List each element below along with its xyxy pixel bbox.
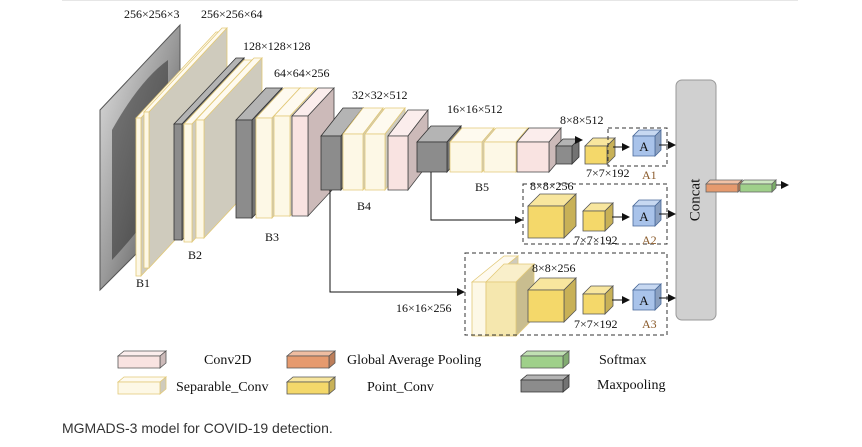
attention-glyph: A — [639, 293, 649, 308]
legend-softmax-swatch — [519, 350, 571, 369]
legend — [116, 350, 571, 395]
a2-pointconv — [582, 202, 614, 232]
dim-a2-branch: 8×8×256 — [530, 179, 574, 193]
label-b2: B2 — [188, 248, 202, 262]
a3-pointconv — [582, 285, 614, 315]
dim-a3-branch: 8×8×256 — [532, 261, 576, 275]
attention-block: A — [632, 283, 662, 311]
pool-maxpool — [555, 138, 580, 165]
a3-sepconv-face — [485, 263, 535, 337]
arrow-icon — [329, 190, 465, 296]
label-b3: B3 — [265, 230, 279, 244]
attention-glyph: A — [639, 139, 649, 154]
a1-pointconv — [584, 137, 616, 165]
legend-pointconv-swatch — [285, 376, 337, 395]
label-a3: A3 — [642, 317, 657, 331]
dim-input: 256×256×3 — [124, 7, 180, 21]
label-a2: A2 — [642, 233, 657, 247]
attention-block: A — [632, 129, 662, 157]
legend-conv2d-swatch — [116, 350, 168, 369]
label-b1: B1 — [136, 276, 150, 290]
architecture-diagram: A A A Concat 256×256×3 256×256×64 128×128×… — [99, 7, 789, 395]
dim-b2-out: 128×128×128 — [243, 39, 311, 53]
dim-b1-out: 256×256×64 — [201, 7, 263, 21]
output-gap — [705, 179, 743, 193]
b5-conv2d — [516, 126, 562, 174]
legend-separable-label: Separable_Conv — [176, 380, 269, 395]
legend-softmax-label: Softmax — [599, 353, 646, 368]
output-softmax — [739, 179, 789, 193]
attention-block: A — [632, 199, 662, 227]
label-b4: B4 — [357, 199, 371, 213]
top-divider — [62, 0, 798, 1]
dim-b3-out: 64×64×256 — [274, 66, 330, 80]
arrow-icon — [430, 172, 523, 224]
dim-a2-point: 7×7×192 — [574, 233, 618, 247]
label-b5: B5 — [475, 180, 489, 194]
concat-label: Concat — [687, 178, 703, 221]
legend-gap-label: Global Average Pooling — [347, 353, 481, 368]
blocks-layer: A A A — [135, 26, 662, 337]
b2-sepconv — [195, 56, 263, 240]
dim-a1-point: 7×7×192 — [586, 166, 630, 180]
dim-a3-in: 16×16×256 — [396, 301, 452, 315]
attention-glyph: A — [639, 209, 649, 224]
legend-gap-swatch — [285, 350, 337, 369]
dim-a3-point: 7×7×192 — [574, 317, 618, 331]
dim-b4-out: 32×32×512 — [352, 88, 408, 102]
legend-conv2d-label: Conv2D — [204, 353, 251, 368]
legend-maxpool-swatch — [519, 374, 571, 393]
a1-box — [607, 127, 668, 167]
dim-pool-out: 8×8×512 — [560, 113, 604, 127]
a3-pointconv-large — [527, 277, 577, 323]
label-a1: A1 — [642, 168, 657, 182]
legend-separable-swatch — [116, 376, 168, 395]
a2-box — [522, 183, 668, 245]
concat-block — [675, 79, 717, 321]
figure-caption: MGMADS-3 model for COVID-19 detection. — [62, 420, 333, 436]
a2-pointconv-large — [527, 193, 577, 239]
a3-box — [464, 252, 668, 336]
legend-pointconv-label: Point_Conv — [367, 380, 434, 395]
dim-b5-out: 16×16×512 — [447, 102, 503, 116]
legend-maxpool-label: Maxpooling — [597, 378, 665, 393]
connectors — [329, 136, 716, 304]
